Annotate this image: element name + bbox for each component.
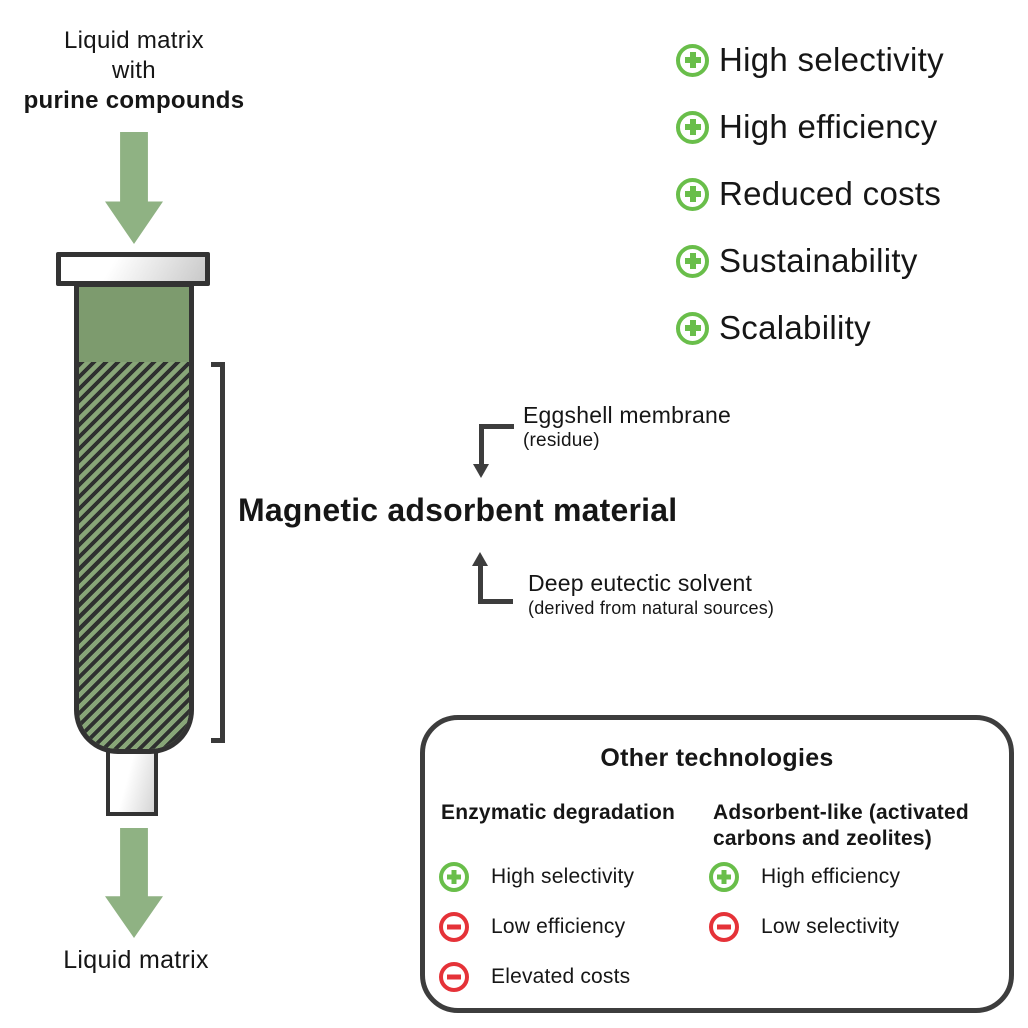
adsorbent-bracket	[211, 362, 225, 743]
tech-column-header-enzymatic: Enzymatic degradation	[441, 801, 676, 824]
column-outlet-tube	[106, 748, 158, 816]
eggshell-elbow-vertical	[479, 424, 484, 466]
tech-item: High selectivity	[439, 862, 634, 892]
minus-icon	[439, 962, 469, 992]
plus-icon	[676, 244, 709, 278]
benefit-item: High efficiency	[676, 108, 944, 145]
flow-down-arrow-bottom	[105, 828, 163, 938]
eggshell-elbow-arrow	[473, 424, 521, 482]
des-annotation: Deep eutectic solvent (derived from natu…	[528, 570, 774, 619]
tech-column-header-adsorbent: Adsorbent-like (activated carbons and ze…	[713, 801, 969, 850]
benefit-label: Reduced costs	[719, 175, 942, 212]
benefit-item: Reduced costs	[676, 175, 944, 212]
benefit-label: Sustainability	[719, 242, 918, 279]
tech-item-label: Elevated costs	[491, 965, 631, 988]
input-label-line1: Liquid matrix	[64, 27, 204, 54]
column-cap	[56, 252, 210, 286]
flow-down-arrow-top	[105, 132, 163, 244]
column-body	[74, 282, 194, 754]
plus-icon	[676, 177, 709, 211]
other-technologies-title: Other technologies	[600, 744, 834, 772]
arrowhead-down-icon	[473, 464, 489, 478]
benefit-item: High selectivity	[676, 41, 944, 78]
magnetic-adsorbent-title: Magnetic adsorbent material	[238, 492, 678, 528]
eggshell-annotation: Eggshell membrane (residue)	[523, 402, 731, 452]
eggshell-elbow-horizontal	[479, 424, 514, 429]
plus-icon	[676, 110, 709, 144]
benefit-item: Sustainability	[676, 242, 944, 279]
tech-items-enzymatic: High selectivity Low efficiency Elevated…	[439, 862, 634, 1012]
des-note: (derived from natural sources)	[528, 597, 775, 618]
benefit-label: High efficiency	[719, 108, 938, 145]
des-elbow-horizontal	[478, 599, 513, 604]
benefit-item: Scalability	[676, 309, 944, 346]
minus-icon	[709, 912, 739, 942]
benefit-label: Scalability	[719, 309, 871, 346]
tech-item-label: High efficiency	[761, 865, 901, 888]
tech-item: Low efficiency	[439, 912, 634, 942]
benefit-label: High selectivity	[719, 41, 944, 78]
tech-item-label: Low selectivity	[761, 915, 900, 938]
des-name: Deep eutectic solvent	[528, 570, 753, 596]
benefits-list: High selectivity High efficiency Reduced…	[676, 41, 944, 378]
column-adsorbent-section	[79, 362, 189, 749]
tech-item-label: Low efficiency	[491, 915, 626, 938]
other-technologies-box: Other technologies Enzymatic degradation…	[420, 715, 1014, 1013]
tech-items-adsorbent: High efficiency Low selectivity	[709, 862, 900, 962]
tech-item: High efficiency	[709, 862, 900, 892]
input-label-line2: with	[112, 57, 156, 84]
eggshell-note: (residue)	[523, 429, 600, 451]
eggshell-name: Eggshell membrane	[523, 402, 731, 428]
des-elbow-arrow	[472, 552, 520, 610]
arrowhead-up-icon	[472, 552, 488, 566]
minus-icon	[439, 912, 469, 942]
plus-icon	[676, 43, 709, 77]
tech-item-label: High selectivity	[491, 865, 635, 888]
tech-item: Low selectivity	[709, 912, 900, 942]
des-elbow-vertical	[478, 563, 483, 604]
column-liquid-section	[79, 287, 189, 362]
plus-icon	[439, 862, 469, 892]
input-label-line3: purine compounds	[23, 87, 245, 114]
output-label: Liquid matrix	[63, 946, 209, 974]
tech-item: Elevated costs	[439, 962, 634, 992]
plus-icon	[676, 311, 709, 345]
plus-icon	[709, 862, 739, 892]
input-label: Liquid matrix with purine compounds	[4, 26, 264, 116]
